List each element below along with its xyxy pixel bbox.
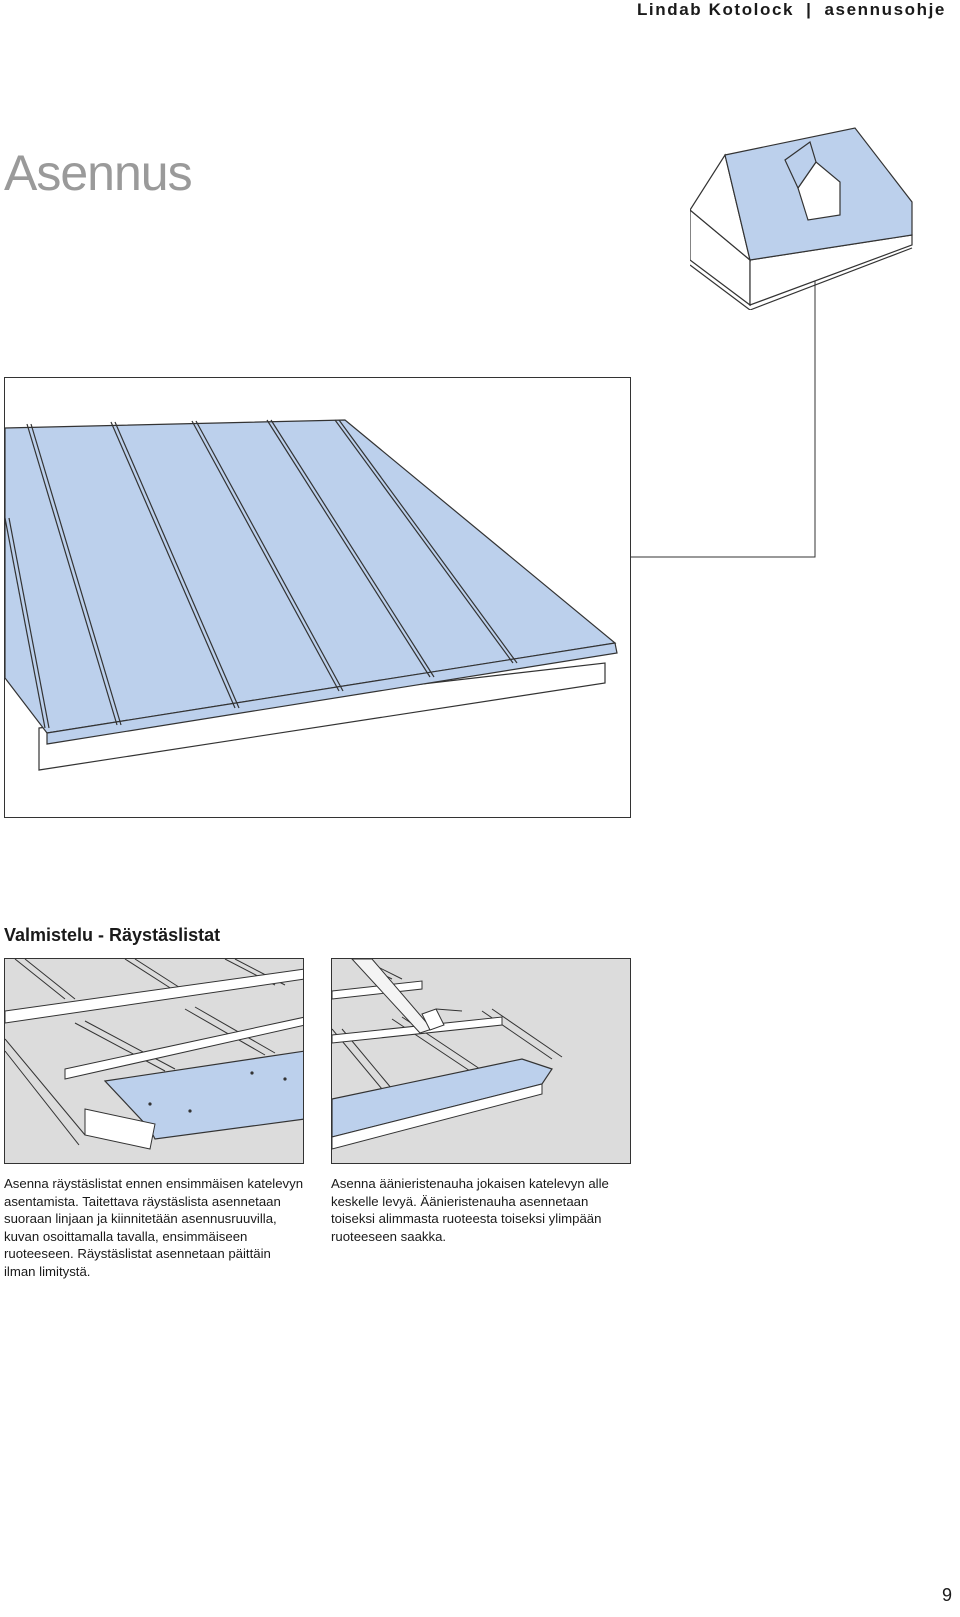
roof-overview-figure — [4, 377, 631, 818]
eave-flashing-figure — [4, 958, 304, 1164]
insulation-tape-figure — [331, 958, 631, 1164]
caption-insulation-tape: Asenna äänieristenauha jokaisen katelevy… — [331, 1176, 609, 1244]
page-title: Asennus — [4, 145, 193, 201]
section-title: Valmistelu - Räystäslistat — [4, 925, 221, 945]
header-separator: | — [806, 0, 813, 19]
house-illustration — [690, 120, 930, 310]
header-brand: Lindab Kotolock — [636, 0, 795, 19]
caption-eave-flashing: Asenna räystäslistat ennen ensimmäisen k… — [4, 1176, 304, 1279]
page-number: 9 — [941, 1585, 952, 1605]
header-doc-type: asennusohje — [824, 0, 946, 19]
running-header: Lindab Kotolock | asennusohje — [637, 0, 946, 20]
